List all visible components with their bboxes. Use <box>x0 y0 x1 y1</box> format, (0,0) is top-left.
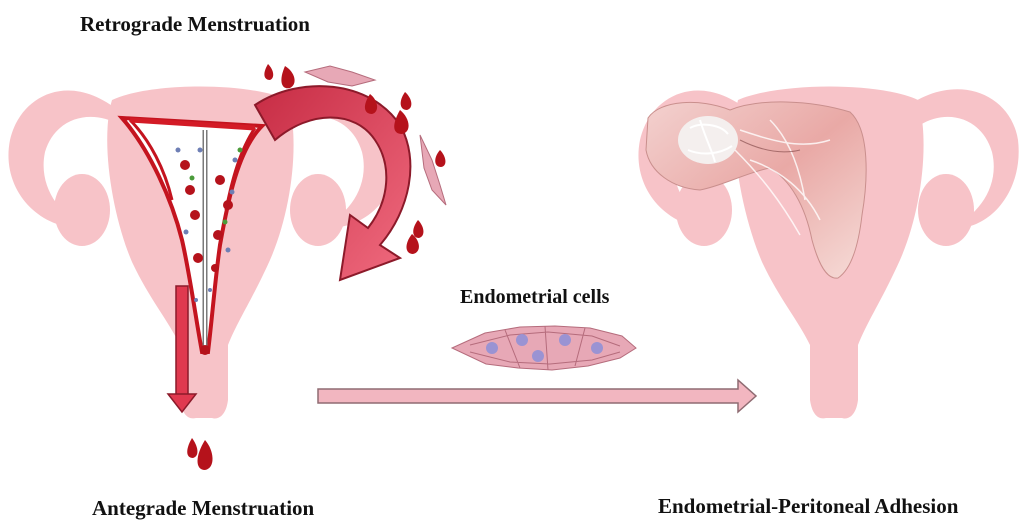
retrograde-arrow <box>253 85 412 282</box>
uterine-lining <box>117 115 267 355</box>
shed-cells <box>303 65 447 206</box>
adhesion-label: Endometrial-Peritoneal Adhesion <box>658 494 959 518</box>
endometrial-cells-label: Endometrial cells <box>460 286 610 308</box>
endometrial-cells-cluster <box>450 325 637 371</box>
antegrade-arrow <box>166 285 198 414</box>
antegrade-menstruation-label: Antegrade Menstruation <box>92 496 315 520</box>
retrograde-menstruation-label: Retrograde Menstruation <box>80 12 310 36</box>
adhesion-tissue <box>645 101 867 279</box>
progression-arrow <box>317 378 758 414</box>
blood-drops-bottom <box>187 438 213 470</box>
blood-drops-top <box>264 64 446 254</box>
